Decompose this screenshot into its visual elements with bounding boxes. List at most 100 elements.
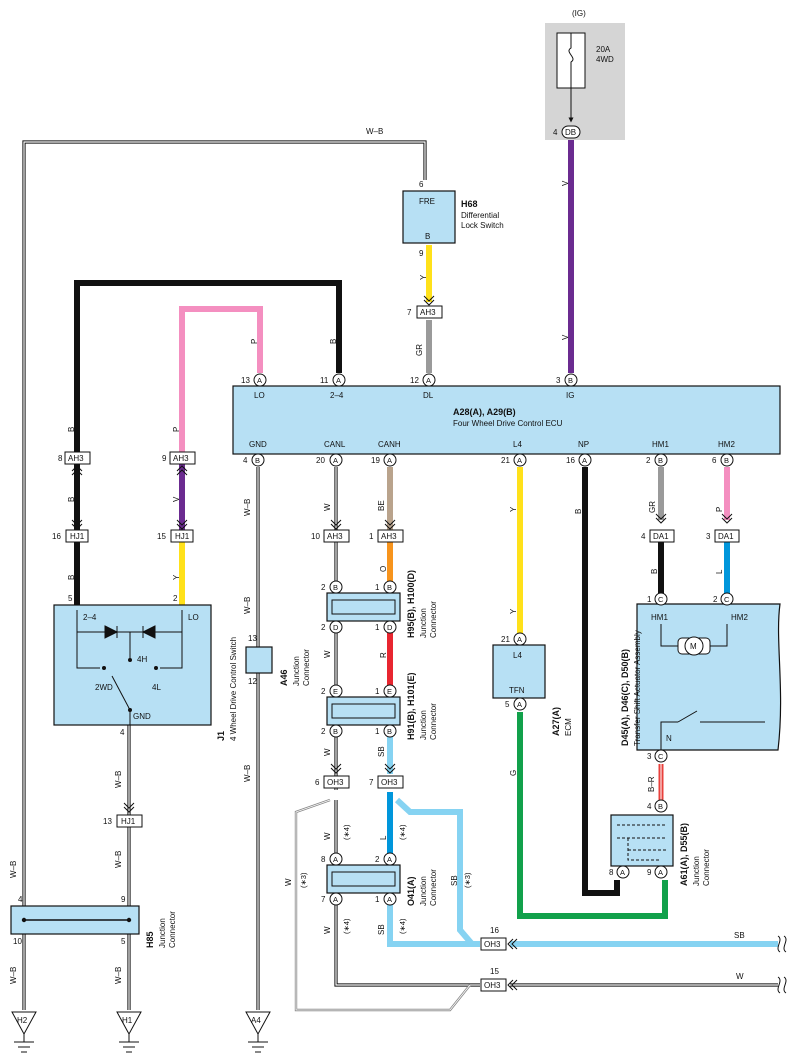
diagram-label: 15	[157, 532, 166, 541]
diagram-label: 8	[58, 454, 63, 463]
diagram-label: HJ1	[175, 532, 190, 541]
diagram-label: 3	[706, 532, 711, 541]
diagram-label: 1	[375, 687, 380, 696]
diagram-label: AH3	[68, 454, 84, 463]
diagram-label: 4 Wheel Drive Control Switch	[229, 637, 238, 741]
h68-id: H68	[461, 199, 478, 209]
diagram-label: 2WD	[95, 683, 113, 692]
diagram-label: Connector	[168, 911, 177, 948]
connector-da1: DA1 4	[641, 513, 675, 543]
diagram-label: OH3	[381, 778, 398, 787]
diagram-label: IG	[566, 391, 574, 400]
wire-label: W–B	[114, 851, 123, 868]
diagram-label: 11	[320, 376, 329, 385]
wire-note: (∗4)	[342, 824, 351, 840]
wire-labels: W–B V V Y GR P B B B B P V Y W–B W–B W–B…	[9, 127, 745, 984]
diagram-label: HM2	[718, 440, 735, 449]
diagram-label: O41(A)	[406, 876, 416, 906]
diagram-label: A	[517, 700, 522, 709]
diagram-label: B	[568, 376, 573, 385]
a46-junction-connector: 13 12 A46 Junction Connector	[245, 634, 311, 686]
diagram-label: 1	[375, 727, 380, 736]
diagram-label: Junction	[419, 608, 428, 638]
ecu-bottom-pin: A 16 NP	[566, 440, 592, 467]
diagram-label: 2–4	[330, 391, 344, 400]
fuse-rating: 20A	[596, 45, 611, 54]
fuse-pin: DB	[565, 128, 576, 137]
diagram-label: 5	[68, 594, 73, 603]
connector-oh3: OH3 15	[480, 967, 518, 992]
wire-label: Y	[509, 608, 518, 614]
diagram-label: A61(A), D55(B)	[679, 823, 689, 886]
ecu-bottom-pin: B 6 HM2	[712, 440, 735, 467]
diagram-label: CANL	[324, 440, 346, 449]
diagram-label: H1	[122, 1016, 133, 1025]
diagram-label: 20	[316, 456, 325, 465]
h68-differential-lock-switch: FRE B 6 9 H68 Differential Lock Switch	[402, 180, 504, 258]
ground-icon	[116, 1011, 142, 1036]
wire-label: P	[250, 339, 259, 344]
wire-label: B	[67, 497, 76, 502]
diagram-label: A	[387, 855, 392, 864]
diagram-label: Transfer Shift Actuator Assembly	[633, 630, 642, 746]
diagram-label: 13	[248, 634, 257, 643]
wire-label: GR	[415, 344, 424, 356]
diagram-label: 1	[375, 895, 380, 904]
four-wheel-drive-ecu: A28(A), A29(B) Four Wheel Drive Control …	[232, 373, 781, 467]
diagram-label: B	[658, 802, 663, 811]
diagram-label: B	[387, 727, 392, 736]
diagram-label: A	[658, 868, 663, 877]
diagram-label: 16	[52, 532, 61, 541]
h68-num-top: 6	[419, 180, 424, 189]
diagram-label: CANH	[378, 440, 401, 449]
diagram-label: 12	[248, 677, 257, 686]
ecu-bottom-pin: B 2 HM1	[646, 440, 669, 467]
diagram-label: 16	[490, 926, 499, 935]
diagram-label: 7	[369, 778, 374, 787]
diagram-label: 3	[556, 376, 561, 385]
connector-hj1: HJ1 15	[157, 519, 194, 543]
diagram-label: Junction	[419, 710, 428, 740]
diagram-label: 2	[321, 687, 326, 696]
diagram-label: E	[333, 687, 338, 696]
diagram-label: GND	[249, 440, 267, 449]
diagram-label: 6	[712, 456, 717, 465]
j1-4wd-control-switch: 5 2 4 2–4 LO 4H 2WD 4L GND J1 4 Wheel Dr…	[53, 594, 238, 741]
ecu-top-pin: A 11 2–4	[320, 373, 346, 400]
diagram-label: DL	[423, 391, 434, 400]
ground-icon	[11, 1011, 37, 1036]
diagram-label: 1	[369, 532, 374, 541]
wire-label: B	[329, 339, 338, 344]
wire-label: B	[650, 569, 659, 574]
diagram-label: Connector	[429, 601, 438, 638]
ground-h1: H1	[116, 1011, 142, 1053]
diagram-label: N	[666, 734, 672, 743]
inline-connectors: AH3 7 AH3 8 AH3 9 HJ1 16 HJ1 1	[52, 295, 740, 992]
connector-oh3: OH3 7	[369, 763, 404, 789]
wire-label: SB	[734, 931, 745, 940]
diagram-label: 4	[18, 895, 23, 904]
a61-junction-connector: B A A 4 8 9 A61(A), D55(B) Junction Conn…	[609, 799, 711, 886]
wire-note: (∗3)	[299, 872, 308, 888]
transfer-shift-actuator: C C C 1 2 3 HM1 HM2 M N D45(A), D46(C), …	[620, 592, 782, 763]
diagram-label: D	[333, 623, 339, 632]
wire-label: Y	[419, 274, 428, 280]
diagram-label: 21	[501, 635, 510, 644]
break-icon	[777, 976, 787, 994]
diagram-label: 10	[13, 937, 22, 946]
diagram-label: A4	[251, 1016, 261, 1025]
diagram-label: 5	[121, 937, 126, 946]
motor-icon	[684, 636, 704, 656]
diagram-label: DA1	[653, 532, 669, 541]
connector-ah3: AH3 1	[369, 519, 404, 543]
diagram-label: 4L	[152, 683, 161, 692]
wire-label: R	[379, 652, 388, 658]
wire-label: Y	[509, 506, 518, 512]
h68-name2: Lock Switch	[461, 221, 504, 230]
diagram-label: 4	[120, 728, 125, 737]
connector-ah3: AH3 9	[162, 451, 196, 476]
ecu-bottom-pin: A 20 CANL	[316, 440, 346, 467]
diagram-label: HJ1	[70, 532, 85, 541]
diagram-label: 9	[647, 868, 652, 877]
diagram-label: HM1	[652, 440, 669, 449]
